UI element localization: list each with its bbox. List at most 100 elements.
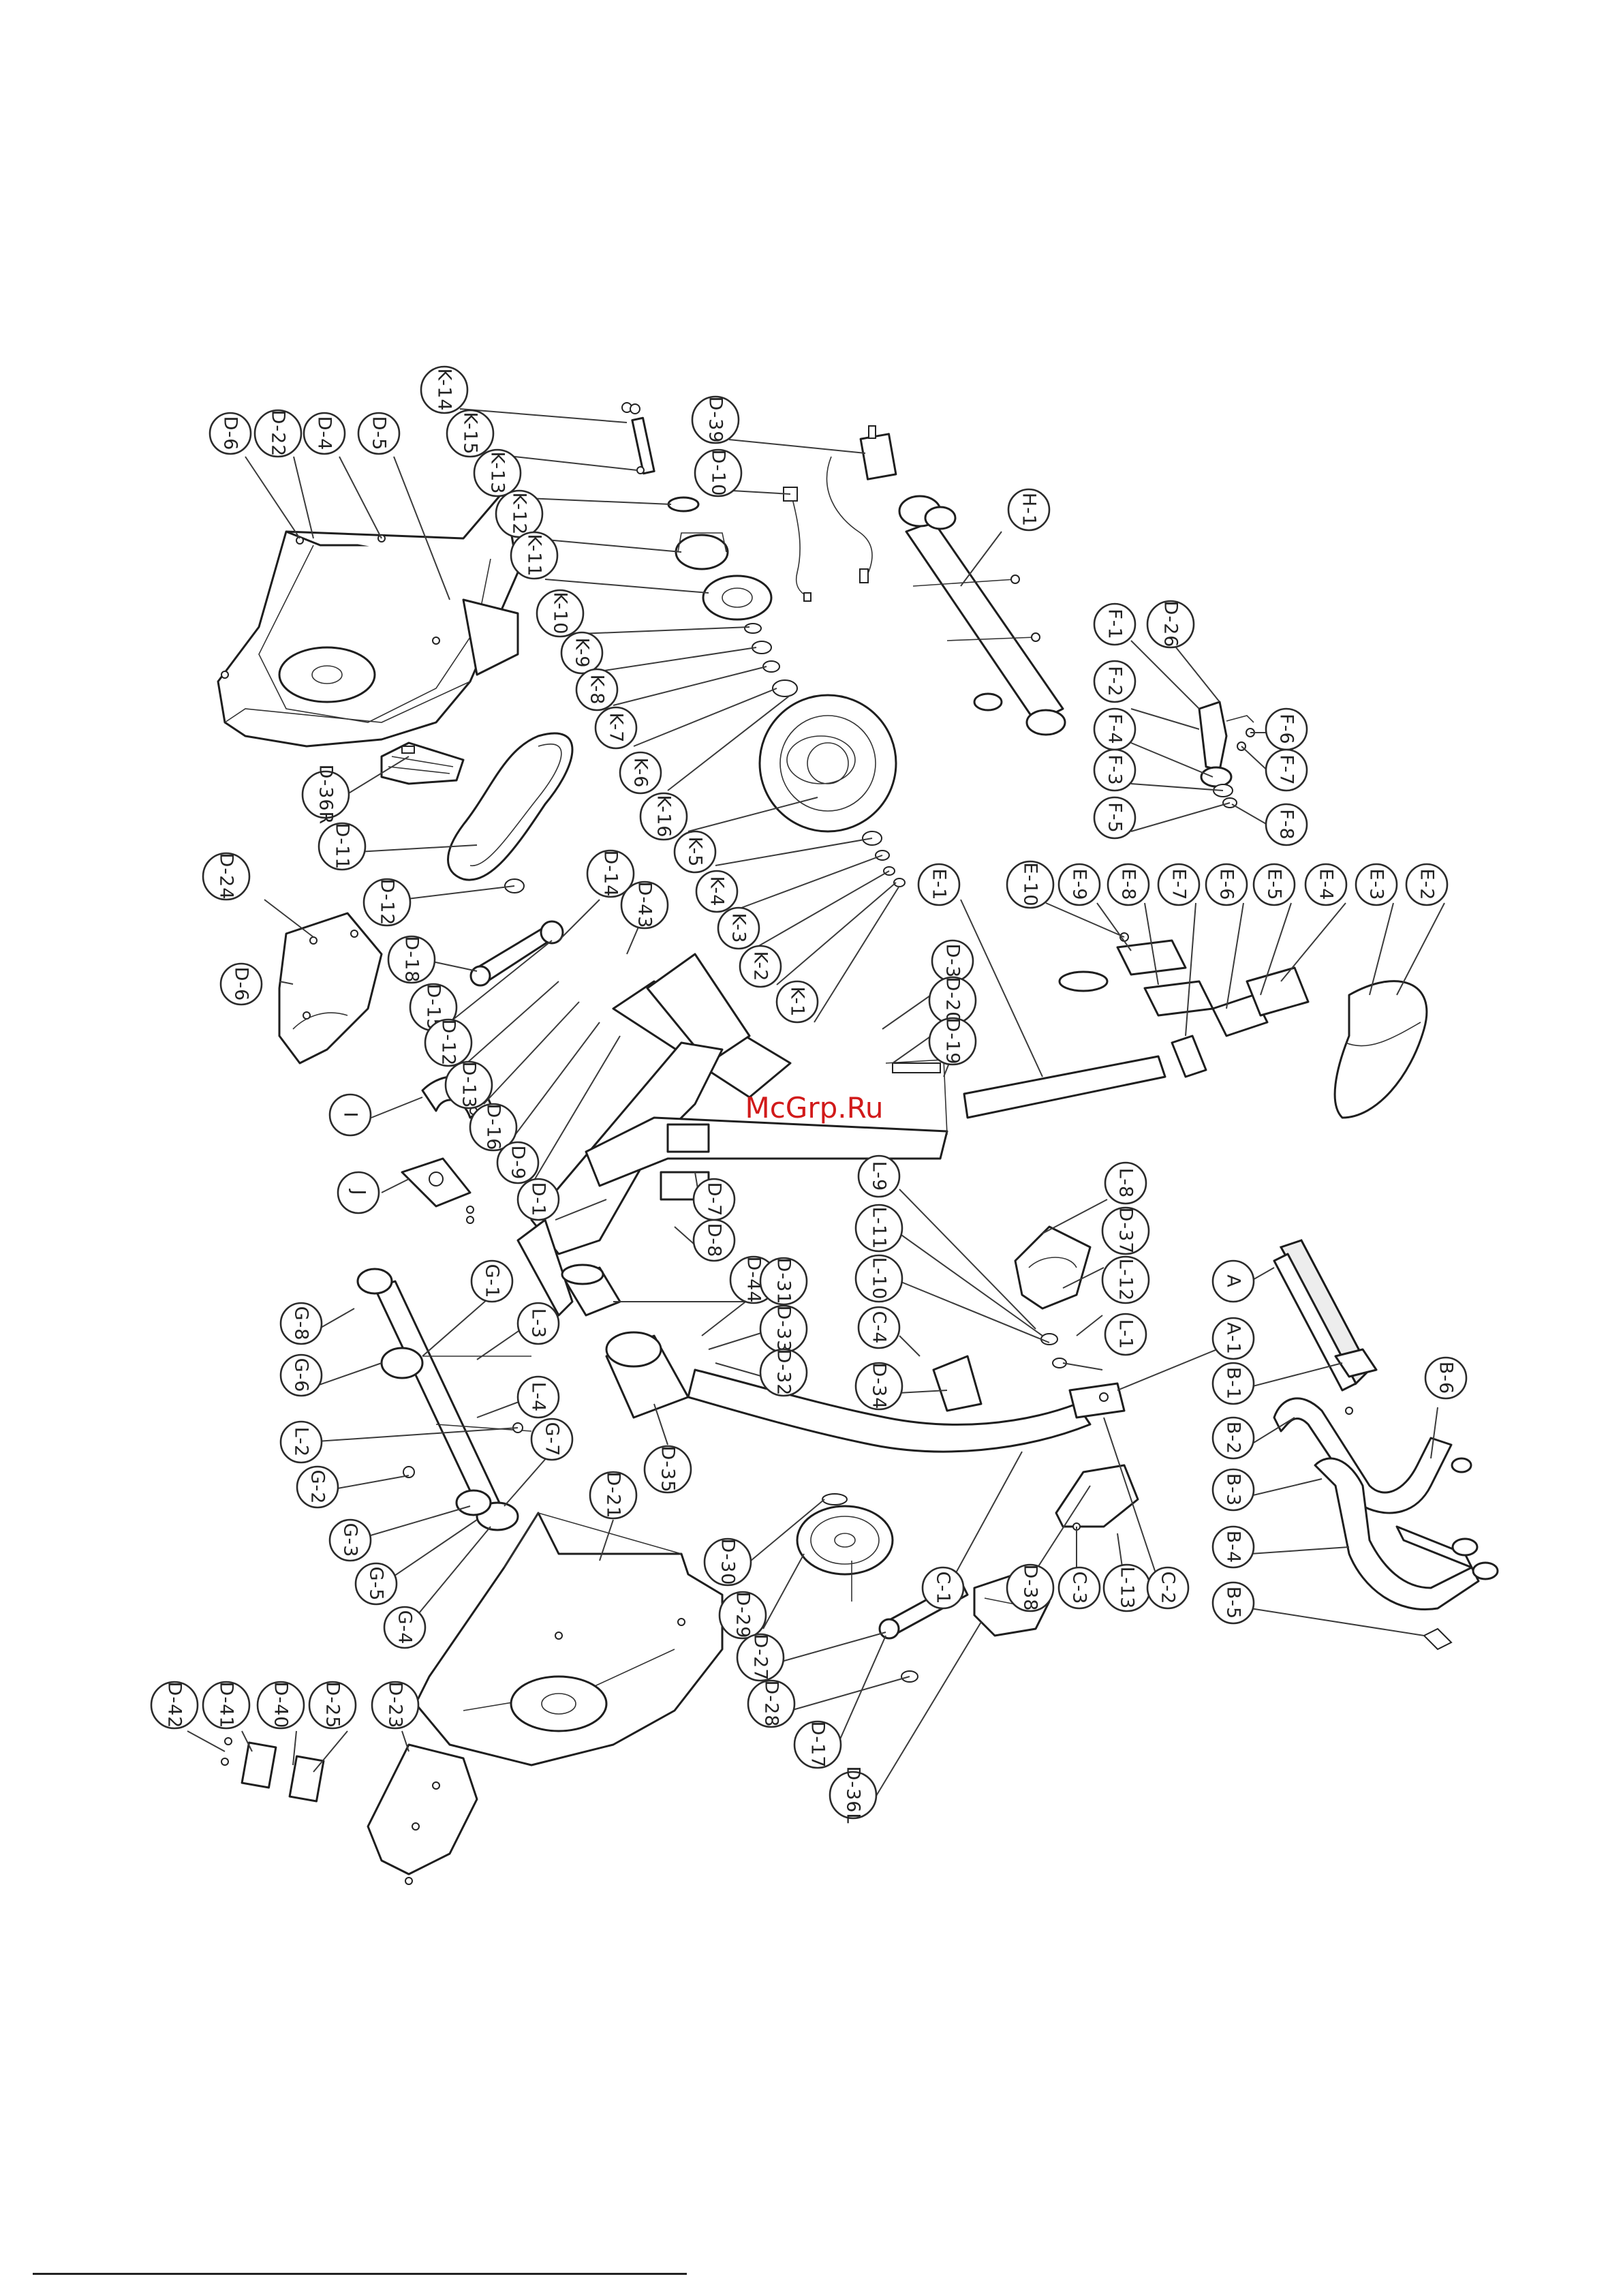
callout-label: B-2 <box>1223 1422 1244 1454</box>
callout-f-7: F-7 <box>1265 748 1308 792</box>
callout-label: D-11 <box>332 823 353 870</box>
callout-l-2: L-2 <box>279 1420 323 1464</box>
callout-l-8: L-8 <box>1104 1161 1147 1205</box>
callout-label: F-4 <box>1104 714 1126 744</box>
callout-g-6: G-6 <box>279 1353 323 1397</box>
callout-c-2: C-2 <box>1146 1566 1190 1610</box>
rear-stabilizer <box>356 1268 532 1531</box>
callout-circle <box>917 863 961 906</box>
small-brackets <box>221 1737 325 1803</box>
callout-d-32: D-32 <box>759 1348 808 1397</box>
callout-circle <box>354 1562 398 1606</box>
callout-label: K-3 <box>728 913 749 944</box>
power-adapter <box>783 425 897 602</box>
callout-e-1: E-1 <box>917 863 961 906</box>
callout-e-3: E-3 <box>1355 863 1398 906</box>
callout-circle <box>1006 1563 1055 1612</box>
callout-b-1: B-1 <box>1211 1362 1255 1405</box>
callout-e-8: E-8 <box>1107 863 1150 906</box>
callout-circle <box>301 770 350 819</box>
callout-g-1: G-1 <box>470 1259 514 1303</box>
callout-label: D-12 <box>438 1020 459 1067</box>
callout-label: D-34 <box>869 1363 890 1410</box>
callout-circle <box>854 1254 903 1303</box>
callout-circle <box>420 365 469 414</box>
callout-circle <box>208 412 252 455</box>
parts-drawing <box>217 402 1499 1885</box>
callout-circle <box>1211 1259 1255 1303</box>
callout-circle <box>854 1362 903 1411</box>
callout-circle <box>1205 863 1248 906</box>
callout-d-11: D-11 <box>318 822 367 871</box>
callout-d-6: D-6 <box>208 412 252 455</box>
callout-b-4: B-4 <box>1211 1525 1255 1569</box>
callout-label: D-21 <box>603 1472 624 1519</box>
callout-b-2: B-2 <box>1211 1416 1255 1460</box>
callout-l-4: L-4 <box>516 1375 560 1419</box>
callout-circle <box>279 1420 323 1464</box>
callout-e-5: E-5 <box>1252 863 1296 906</box>
callout-d-42: D-42 <box>150 1681 199 1730</box>
callout-label: D-24 <box>216 853 237 900</box>
callout-label: B-6 <box>1436 1362 1457 1394</box>
callout-k-2: K-2 <box>739 945 782 988</box>
callout-circle <box>446 409 495 458</box>
callout-label: L-2 <box>291 1427 312 1458</box>
callout-label: G-7 <box>542 1422 563 1457</box>
callout-label: D-8 <box>704 1223 725 1258</box>
callout-circle <box>854 1204 903 1253</box>
callout-circle <box>279 1353 323 1397</box>
callout-label: D-1 <box>528 1182 549 1217</box>
callout-circle <box>1093 748 1137 792</box>
callout-k-13: K-13 <box>473 448 522 498</box>
callout-label: D-43 <box>634 882 655 929</box>
callout-g-3: G-3 <box>328 1518 372 1562</box>
callout-label: G-1 <box>482 1264 503 1299</box>
callout-circle <box>530 1418 574 1461</box>
seat-post <box>963 932 1310 1119</box>
callout-circle <box>759 1257 808 1306</box>
callout-b-3: B-3 <box>1211 1468 1255 1512</box>
callout-circle <box>857 1154 901 1198</box>
callout-label: K-11 <box>524 534 545 577</box>
callout-label: L-13 <box>1117 1567 1138 1610</box>
frame-sleeve <box>605 1331 690 1419</box>
callout-d-3: D-3 <box>931 939 974 983</box>
callout-label: G-4 <box>395 1610 416 1645</box>
callout-d-22: D-22 <box>253 409 303 458</box>
callout-label: D-16 <box>483 1104 504 1151</box>
callout-label: C-3 <box>1069 1572 1090 1605</box>
callout-circle <box>383 1606 427 1649</box>
callout-label: L-8 <box>1115 1168 1137 1199</box>
callout-circle <box>1007 488 1051 532</box>
callout-circle <box>620 881 669 930</box>
callout-label: E-9 <box>1069 869 1090 901</box>
callout-b-6: B-6 <box>1424 1356 1468 1400</box>
callout-label: K-9 <box>572 638 593 669</box>
callout-d-14: D-14 <box>586 849 635 898</box>
callout-label: D-36L <box>843 1766 864 1824</box>
callout-c-3: C-3 <box>1057 1566 1101 1610</box>
callout-circle <box>516 1375 560 1419</box>
callout-label: D-12 <box>377 879 398 926</box>
callout-label: D-7 <box>704 1182 725 1217</box>
callout-circle <box>1265 803 1308 846</box>
main-frame <box>516 953 948 1317</box>
callout-label: F-1 <box>1104 609 1126 639</box>
callout-label: G-8 <box>291 1306 312 1341</box>
callout-d-20: D-20 <box>928 976 977 1025</box>
callout-circle <box>739 945 782 988</box>
callout-label: D-13 <box>459 1062 480 1109</box>
callout-d-6: D-6 <box>219 962 263 1006</box>
callout-circle <box>387 935 436 984</box>
callout-e-10: E-10 <box>1006 860 1055 909</box>
callout-label: D-20 <box>942 977 963 1024</box>
callout-label: D-41 <box>216 1682 237 1729</box>
callout-d-10: D-10 <box>694 448 743 498</box>
callout-k-4: K-4 <box>695 870 739 913</box>
callout-label: F-6 <box>1276 714 1297 744</box>
callout-circle <box>673 830 717 874</box>
callout-label: D-27 <box>750 1634 771 1681</box>
callout-l-3: L-3 <box>516 1302 560 1345</box>
